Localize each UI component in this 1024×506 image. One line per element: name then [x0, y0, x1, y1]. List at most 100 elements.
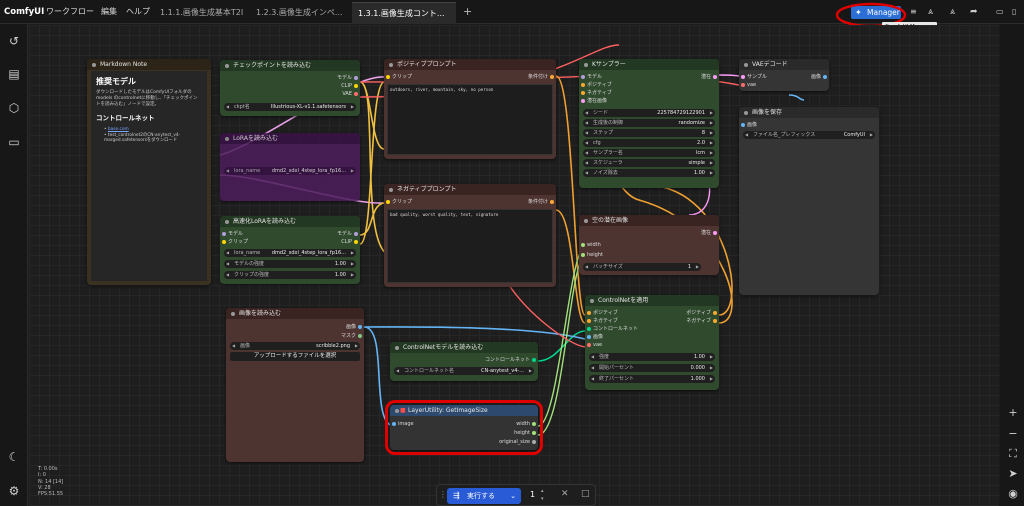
output-original-size[interactable]: original_size	[478, 438, 538, 446]
panel-toggle-icon[interactable]: ▭	[996, 7, 1004, 16]
output-height[interactable]: height	[488, 429, 538, 437]
zoom-out-icon[interactable]: −	[1008, 427, 1018, 440]
node-checkpoint-loader[interactable]: チェックポイントを読み込む モデル CLIP VAE ckpt名 Illustr…	[220, 60, 360, 116]
output-width[interactable]: width	[488, 420, 538, 428]
node-lora-bypassed[interactable]: LoRAを読み込む lora_name dmd2_sdxl_4step_lora…	[220, 133, 360, 201]
input-positive[interactable]: ポジティブ	[579, 81, 639, 89]
node-controlnet-loader[interactable]: ControlNetモデルを読み込む コントロールネット コントロールネット名 …	[390, 342, 538, 381]
widget-ckpt-name[interactable]: ckpt名 Illustrious-XL-v1.1.safetensors	[224, 103, 356, 111]
sidebar-toggle-icon[interactable]: ▯	[1012, 7, 1017, 16]
tab-workflow-3-active[interactable]: 1.3.1.画像生成コント...	[352, 2, 456, 24]
output-latent[interactable]: 潜在	[669, 229, 719, 237]
input-negative[interactable]: ネガティブ	[579, 89, 639, 97]
menu-workflow[interactable]: ワークフロー	[46, 7, 94, 16]
node-positive-prompt[interactable]: ポジティブプロンプト クリップ 条件付け outdoors, river, mo…	[384, 59, 556, 159]
node-empty-latent[interactable]: 空の潜在画像 潜在 width height バッチサイズ 1	[579, 215, 719, 275]
widget-clip-strength[interactable]: クリップの強度 1.00	[224, 271, 356, 279]
graph-canvas[interactable]: Markdown Note 推奨モデル ダウンロードしたモデルはComfyUIフ…	[29, 25, 999, 506]
batch-count[interactable]: 1	[530, 490, 536, 499]
input-height[interactable]: height	[579, 251, 629, 259]
output-negative[interactable]: ネガティブ	[659, 317, 719, 325]
output-model[interactable]: モデル	[300, 230, 360, 238]
node-ksampler[interactable]: Kサンプラー モデル ポジティブ ネガティブ 潜在画像 潜在 シード225784…	[579, 59, 719, 188]
input-samples[interactable]: サンプル	[739, 73, 784, 81]
settings-gear-icon[interactable]: ⚙	[8, 484, 20, 498]
model-a-icon[interactable]: ⩓	[928, 7, 934, 17]
prompt-textarea[interactable]: outdoors, river, mountain, sky, no perso…	[387, 84, 553, 155]
markdown-link[interactable]: base.com	[107, 127, 129, 132]
run-button[interactable]: ⇶ 実行する ⌄	[447, 488, 521, 504]
node-load-image[interactable]: 画像を読み込む 画像 マスク 画像 scribble2.png アップロードする…	[226, 308, 364, 462]
select-mode-icon[interactable]: ➤	[1008, 467, 1018, 480]
input-image[interactable]: image	[390, 420, 440, 428]
zoom-in-icon[interactable]: +	[1008, 406, 1018, 419]
input-vae[interactable]: vae	[739, 81, 784, 89]
node-vae-decode[interactable]: VAEデコード サンプル vae 画像	[739, 59, 829, 91]
input-negative[interactable]: ネガティブ	[585, 317, 645, 325]
history-icon[interactable]: ↺	[8, 34, 20, 48]
output-clip[interactable]: CLIP	[300, 82, 360, 90]
widget-filename-prefix[interactable]: ファイル名_プレフィックス ComfyUI	[743, 131, 875, 139]
tab-workflow-2[interactable]: 1.2.3.画像生成インペ...	[256, 8, 343, 17]
output-conditioning[interactable]: 条件付け	[496, 198, 556, 206]
input-images[interactable]: 画像	[739, 121, 789, 129]
cancel-icon[interactable]: ✕	[561, 489, 569, 499]
node-layerutility-getimagesize[interactable]: ■ LayerUtility: GetImageSize image width…	[390, 405, 538, 450]
input-latent[interactable]: 潜在画像	[579, 97, 639, 105]
new-tab-plus-icon[interactable]: +	[463, 5, 473, 18]
toggle-visibility-icon[interactable]: ◉	[1008, 487, 1018, 500]
output-positive[interactable]: ポジティブ	[659, 309, 719, 317]
output-vae[interactable]: VAE	[300, 90, 360, 98]
input-width[interactable]: width	[579, 241, 629, 249]
fit-view-icon[interactable]: ⛶	[1009, 447, 1017, 460]
node-negative-prompt[interactable]: ネガティブプロンプト クリップ 条件付け bad quality, worst …	[384, 184, 556, 287]
workflows-folder-icon[interactable]: ▭	[8, 135, 20, 149]
drag-handle-icon[interactable]: ⋮	[439, 490, 447, 499]
input-controlnet[interactable]: コントロールネット	[585, 325, 655, 333]
input-model[interactable]: モデル	[220, 230, 280, 238]
output-clip[interactable]: CLIP	[300, 238, 360, 246]
input-model[interactable]: モデル	[579, 73, 639, 81]
input-image[interactable]: 画像	[585, 333, 645, 341]
output-latent[interactable]: 潜在	[659, 73, 719, 81]
node-speed-lora-loader[interactable]: 高速化LoRAを読み込む モデル クリップ モデル CLIP lora_name…	[220, 216, 360, 284]
input-vae[interactable]: vae	[585, 341, 645, 349]
queue-icon[interactable]: ≡	[910, 7, 917, 16]
model-library-icon[interactable]: ⬡	[8, 101, 20, 115]
widget-batch-size[interactable]: バッチサイズ 1	[583, 263, 701, 271]
share-icon[interactable]: ➦	[970, 7, 978, 17]
output-mask[interactable]: マスク	[314, 332, 364, 340]
widget-lora-name[interactable]: lora_name dmd2_sdxl_4step_lora_fp16...	[224, 249, 356, 257]
widget-image-file[interactable]: 画像 scribble2.png	[230, 342, 360, 350]
node-save-image[interactable]: 画像を保存 画像 ファイル名_プレフィックス ComfyUI	[739, 107, 879, 295]
widget-controlnet-name[interactable]: コントロールネット名 CN-anytest_v4-...	[394, 367, 534, 375]
input-clip[interactable]: クリップ	[384, 198, 444, 206]
input-clip[interactable]: クリップ	[384, 73, 444, 81]
output-conditioning[interactable]: 条件付け	[496, 73, 556, 81]
manager-button[interactable]: ✦ Manager	[851, 6, 901, 19]
node-library-icon[interactable]: ▤	[8, 67, 20, 81]
node-markdown-note[interactable]: Markdown Note 推奨モデル ダウンロードしたモデルはComfyUIフ…	[87, 59, 211, 285]
menu-edit[interactable]: 編集	[101, 7, 117, 16]
model-b-icon[interactable]: ⩓	[950, 7, 956, 17]
input-clip[interactable]: クリップ	[220, 238, 280, 246]
theme-moon-icon[interactable]: ☾	[8, 450, 20, 464]
widget-model-strength[interactable]: モデルの強度 1.00	[224, 260, 356, 268]
chevron-down-icon[interactable]: ⌄	[510, 492, 516, 500]
widget-lora-name[interactable]: lora_name dmd2_sdxl_4step_lora_fp16...	[224, 167, 356, 175]
output-image[interactable]: 画像	[314, 323, 364, 331]
input-positive[interactable]: ポジティブ	[585, 309, 645, 317]
stop-icon[interactable]: □	[581, 489, 590, 499]
widget-strength[interactable]: 強度1.00	[589, 353, 715, 361]
menu-help[interactable]: ヘルプ	[126, 7, 150, 16]
prompt-textarea[interactable]: bad quality, worst quality, text, signat…	[387, 209, 553, 283]
node-controlnet-apply[interactable]: ControlNetを適用 ポジティブ ネガティブ コントロールネット 画像 v…	[585, 295, 719, 390]
output-controlnet[interactable]: コントロールネット	[458, 356, 538, 364]
